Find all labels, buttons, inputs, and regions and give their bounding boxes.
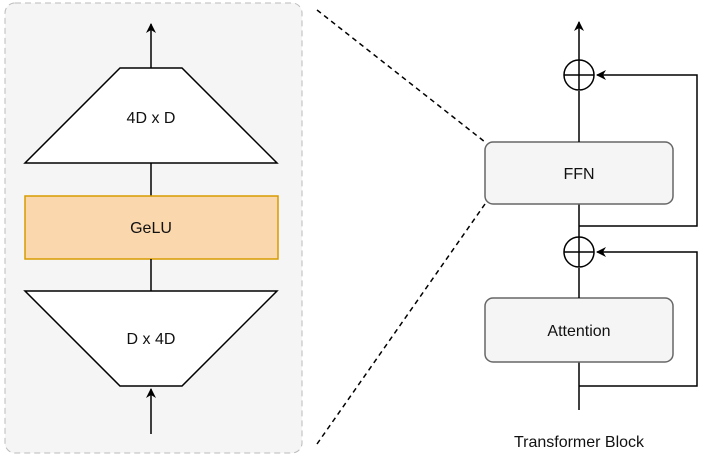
add-node-lower xyxy=(563,236,595,268)
zoom-line-top xyxy=(316,9,486,143)
attention-residual-path xyxy=(579,247,698,387)
add-node-upper xyxy=(563,59,595,91)
ffn-label: FFN xyxy=(563,166,594,183)
up-projection-trapezoid xyxy=(23,67,279,164)
ffn-residual-path xyxy=(579,70,698,227)
gelu-label: GeLU xyxy=(130,220,172,237)
transformer-block-caption: Transformer Block xyxy=(514,434,645,451)
zoom-line-bottom xyxy=(316,203,486,445)
attention-label: Attention xyxy=(547,323,610,340)
up-projection-label: 4D x D xyxy=(127,110,176,127)
down-projection-trapezoid xyxy=(23,290,279,387)
down-projection-label: D x 4D xyxy=(127,331,176,348)
